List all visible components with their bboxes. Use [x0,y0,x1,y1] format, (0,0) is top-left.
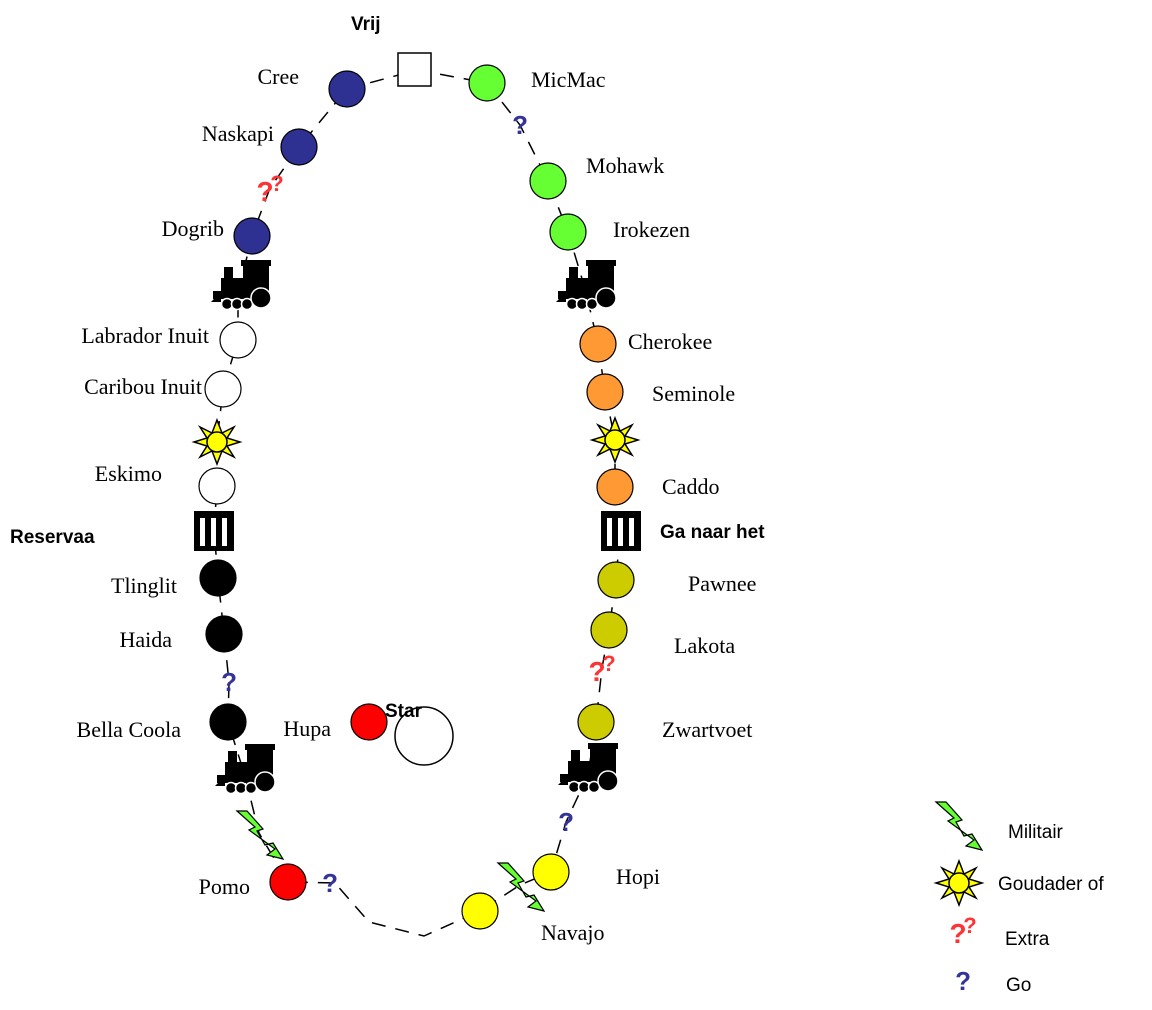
question-extra-icon [588,651,616,687]
space-tlinglit [199,559,237,597]
space-haida [205,615,243,653]
space-naskapi [280,128,318,166]
space-labrador-inuit [219,321,257,359]
label-labrador-inuit: Labrador Inuit [81,323,209,348]
label-naskapi: Naskapi [202,121,274,146]
space-pawnee [597,561,635,599]
label-zwartvoet: Zwartvoet [662,717,752,742]
corner-goto-label: Ga naar het [660,522,765,543]
legend-label-go: Go [1006,975,1031,996]
label-mohawk: Mohawk [586,153,664,178]
train-icon [555,259,617,311]
space-bella-coola [209,703,247,741]
label-pawnee: Pawnee [688,571,756,596]
label-caddo: Caddo [662,474,719,499]
train-icon [214,743,276,795]
sun-icon [591,417,639,463]
space-micmac [468,64,506,102]
space-lakota [590,611,628,649]
space-hopi [532,853,570,891]
space-navajo [461,892,499,930]
legend: Militair Goudader of Extra Go [935,801,1104,996]
lightning-icon [935,801,983,851]
label-caribou-inuit: Caribou Inuit [84,374,202,399]
label-navajo: Navajo [541,920,605,945]
legend-label-extra: Extra [1005,929,1050,950]
label-hopi: Hopi [616,864,660,889]
legend-label-goudader: Goudader of [998,874,1104,895]
sun-icon [193,419,241,465]
space-seminole [586,373,624,411]
label-lakota: Lakota [674,633,735,658]
question-extra-icon [256,171,284,207]
question-go-icon [558,807,574,837]
corner-start-label: Star [385,701,423,722]
label-seminole: Seminole [652,381,735,406]
legend-label-militair: Militair [1008,822,1064,843]
space-pomo [269,863,307,901]
space-dogrib [233,217,271,255]
label-pomo: Pomo [199,874,250,899]
label-cree: Cree [257,64,299,89]
space-zwartvoet [577,703,615,741]
label-tlinglit: Tlinglit [111,573,177,598]
train-icon [557,742,619,794]
question-go-icon [955,966,971,996]
space-eskimo [198,467,236,505]
space-irokezen [549,213,587,251]
space-cree [328,70,366,108]
space-cherokee [579,325,617,363]
free-parking-space [397,52,432,87]
train-icon [210,259,272,311]
space-caribou-inuit [204,370,242,408]
label-bella-coola: Bella Coola [77,717,182,742]
bars-icon [194,511,234,551]
question-go-icon [322,868,338,898]
label-irokezen: Irokezen [613,217,690,242]
label-eskimo: Eskimo [95,461,162,486]
question-go-icon [221,667,237,697]
label-micmac: MicMac [531,67,606,92]
space-caddo [596,468,634,506]
question-go-icon [512,110,528,140]
bars-icon [601,511,641,551]
label-haida: Haida [119,627,172,652]
label-hupa: Hupa [283,716,331,741]
label-dogrib: Dogrib [162,216,224,241]
start-space [394,706,454,766]
space-mohawk [529,162,567,200]
space-hupa [350,703,388,741]
label-cherokee: Cherokee [628,329,712,354]
sun-icon [935,860,983,906]
corner-free-label: Vrij [351,14,381,35]
corner-reservation-label: Reservaa [10,527,95,548]
question-extra-icon [949,913,977,949]
